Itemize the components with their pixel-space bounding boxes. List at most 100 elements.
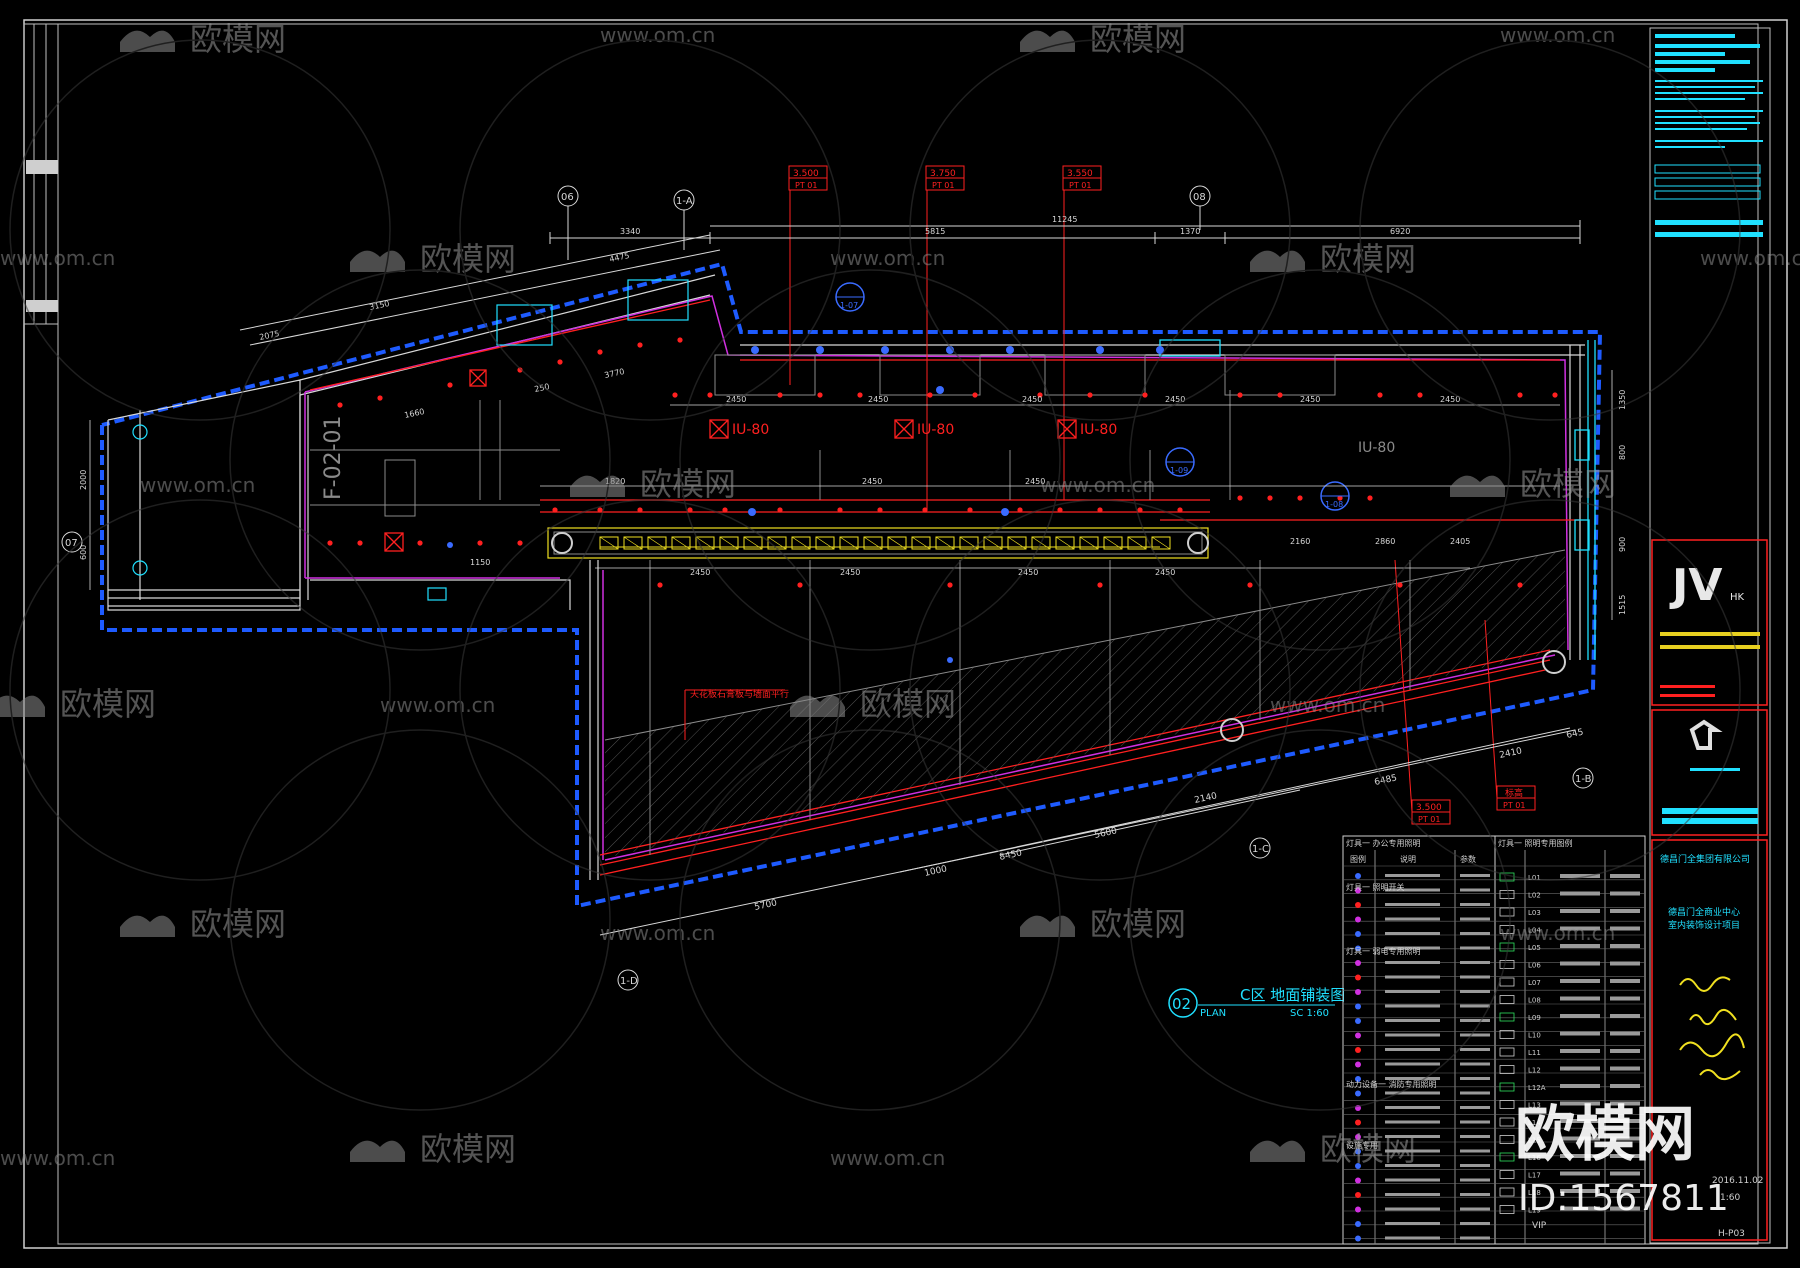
legend-left-param-bar <box>1460 888 1490 892</box>
light-fixture <box>857 392 863 398</box>
unit-label-3: IU-80 <box>1080 422 1117 438</box>
level-value-3: 3.550 <box>1067 169 1093 179</box>
watermark-arc <box>909 39 1291 421</box>
legend-desc-bar <box>1560 1119 1600 1123</box>
legend-desc-bar <box>1560 979 1600 983</box>
grid-markers: 06 1-A 08 1-B 1-C 1-D 07 <box>61 185 1594 991</box>
legend-left-desc-bar <box>1385 946 1440 950</box>
level-code-2: PT 01 <box>932 181 954 190</box>
legend-param-bar <box>1610 1189 1640 1193</box>
legend-param-bar <box>1610 909 1640 913</box>
legend-symbol <box>1499 1012 1515 1022</box>
light-fixture <box>477 540 483 546</box>
light-fixture <box>707 392 713 398</box>
legend-left-symbol <box>1355 989 1361 995</box>
section-callout-3: 1-08 <box>1325 500 1343 509</box>
legend-left-desc-bar <box>1385 990 1440 993</box>
legend-left-symbol <box>1355 1221 1361 1227</box>
dim-bottom-7: 2410 <box>1499 746 1524 761</box>
legend-left-desc-bar <box>1385 1120 1440 1124</box>
dim-top-5: 6920 <box>1390 227 1410 236</box>
light-fixture <box>1097 582 1103 588</box>
legend-desc-bar <box>1560 1101 1600 1106</box>
grid-marker-6: 1-D <box>620 976 638 987</box>
legend-symbol <box>1499 1152 1515 1162</box>
legend-symbol <box>1499 1205 1515 1214</box>
corridor-tile <box>695 536 715 550</box>
legend-title-right: 灯具一 照明专用图例 <box>1498 838 1573 848</box>
legend-left-symbol <box>1355 916 1361 923</box>
legend-code: L19 <box>1528 1207 1541 1215</box>
watermark-big-brand: 欧模网 <box>1515 1100 1695 1170</box>
light-fixture <box>1017 507 1023 513</box>
legend-symbol <box>1499 1117 1515 1127</box>
level-code-1: PT 01 <box>795 181 817 190</box>
legend-left-desc-bar <box>1385 1164 1440 1167</box>
legend-desc-bar <box>1560 996 1600 1001</box>
corridor-tile <box>743 536 763 550</box>
light-fixture <box>1267 495 1273 501</box>
legend-left-desc-bar <box>1385 1048 1440 1051</box>
legend-code: L12 <box>1528 1067 1541 1075</box>
title-block-project-2: 室内装饰设计项目 <box>1668 919 1740 931</box>
watermark-brand: 欧模网 <box>1090 905 1186 943</box>
legend-code: L18 <box>1528 1189 1541 1197</box>
legend-code: L11 <box>1528 1049 1541 1057</box>
legend-param-bar <box>1610 1066 1640 1071</box>
light-fixture <box>777 392 783 398</box>
legend-left-param-bar <box>1460 1135 1490 1138</box>
dim-lower-3: 2450 <box>1018 568 1038 577</box>
corridor-tile-mark <box>1151 536 1171 550</box>
corridor-tile-mark <box>911 536 931 550</box>
unit-label-1: IU-80 <box>732 422 769 438</box>
light-fixture <box>1377 392 1383 398</box>
dim-lower-5: 2160 <box>1290 537 1310 546</box>
watermark-brand: 欧模网 <box>190 20 286 58</box>
legend-left-desc-bar <box>1385 917 1440 921</box>
light-fixture <box>1337 495 1343 501</box>
legend-left-desc-bar <box>1385 932 1440 935</box>
legend-code: L17 <box>1528 1172 1541 1180</box>
dim-mid-5: 2450 <box>1300 395 1320 404</box>
legend-symbol <box>1499 1187 1515 1197</box>
watermark-arc <box>459 39 841 421</box>
legend-left-symbol <box>1355 1061 1361 1068</box>
wall-outline <box>100 261 1603 909</box>
dim-right-2: 800 <box>1618 445 1627 460</box>
light-fixture <box>837 507 843 513</box>
corridor-tile-mark <box>1007 536 1027 550</box>
legend-left-param-bar <box>1460 1019 1490 1022</box>
light-fixture <box>1277 392 1283 398</box>
level-value-1: 3.500 <box>793 169 819 179</box>
legend-param-bar <box>1610 926 1640 931</box>
watermark-brand: 欧模网 <box>1090 20 1186 58</box>
legend-left-param-bar <box>1460 1207 1490 1211</box>
legend-left-param-bar <box>1460 1077 1490 1080</box>
corridor-box-row <box>599 536 1171 550</box>
legend-desc-bar <box>1560 1084 1600 1088</box>
dimension-mid-row <box>540 404 1560 569</box>
legend-left-desc-bar <box>1385 1236 1440 1240</box>
drawing-title: 02 C区 地面铺装图 PLAN SC 1:60 <box>1168 986 1345 1019</box>
corridor-tile <box>959 536 979 550</box>
dim-lower-1: 2450 <box>690 568 710 577</box>
legend-title-4: 动力设备一 消防专用照明 <box>1346 1079 1437 1089</box>
legend-left-desc-bar <box>1385 1019 1440 1022</box>
dim-mid-3: 2450 <box>1022 395 1042 404</box>
legend-left-param-bar <box>1460 903 1490 906</box>
watermark-url: www.om.cn <box>600 921 715 945</box>
ceiling-fixtures <box>327 337 1558 588</box>
legend-left-symbol <box>1355 1177 1361 1184</box>
corridor-tile-mark <box>767 536 787 550</box>
light-fixture <box>377 395 383 401</box>
light-fixture <box>817 392 823 398</box>
legend-desc-bar <box>1560 1066 1600 1071</box>
watermark-logo-icon <box>1250 250 1305 272</box>
level-callout-3: 3.550 PT 01 <box>1062 165 1102 500</box>
grid-marker-1: 06 <box>561 192 574 203</box>
corridor-tile <box>1007 536 1027 550</box>
grid-marker-4: 1-B <box>1575 774 1592 785</box>
watermark-brand: 欧模网 <box>1320 1130 1416 1168</box>
corridor-tile <box>647 536 667 550</box>
legend-code: L08 <box>1528 997 1541 1005</box>
